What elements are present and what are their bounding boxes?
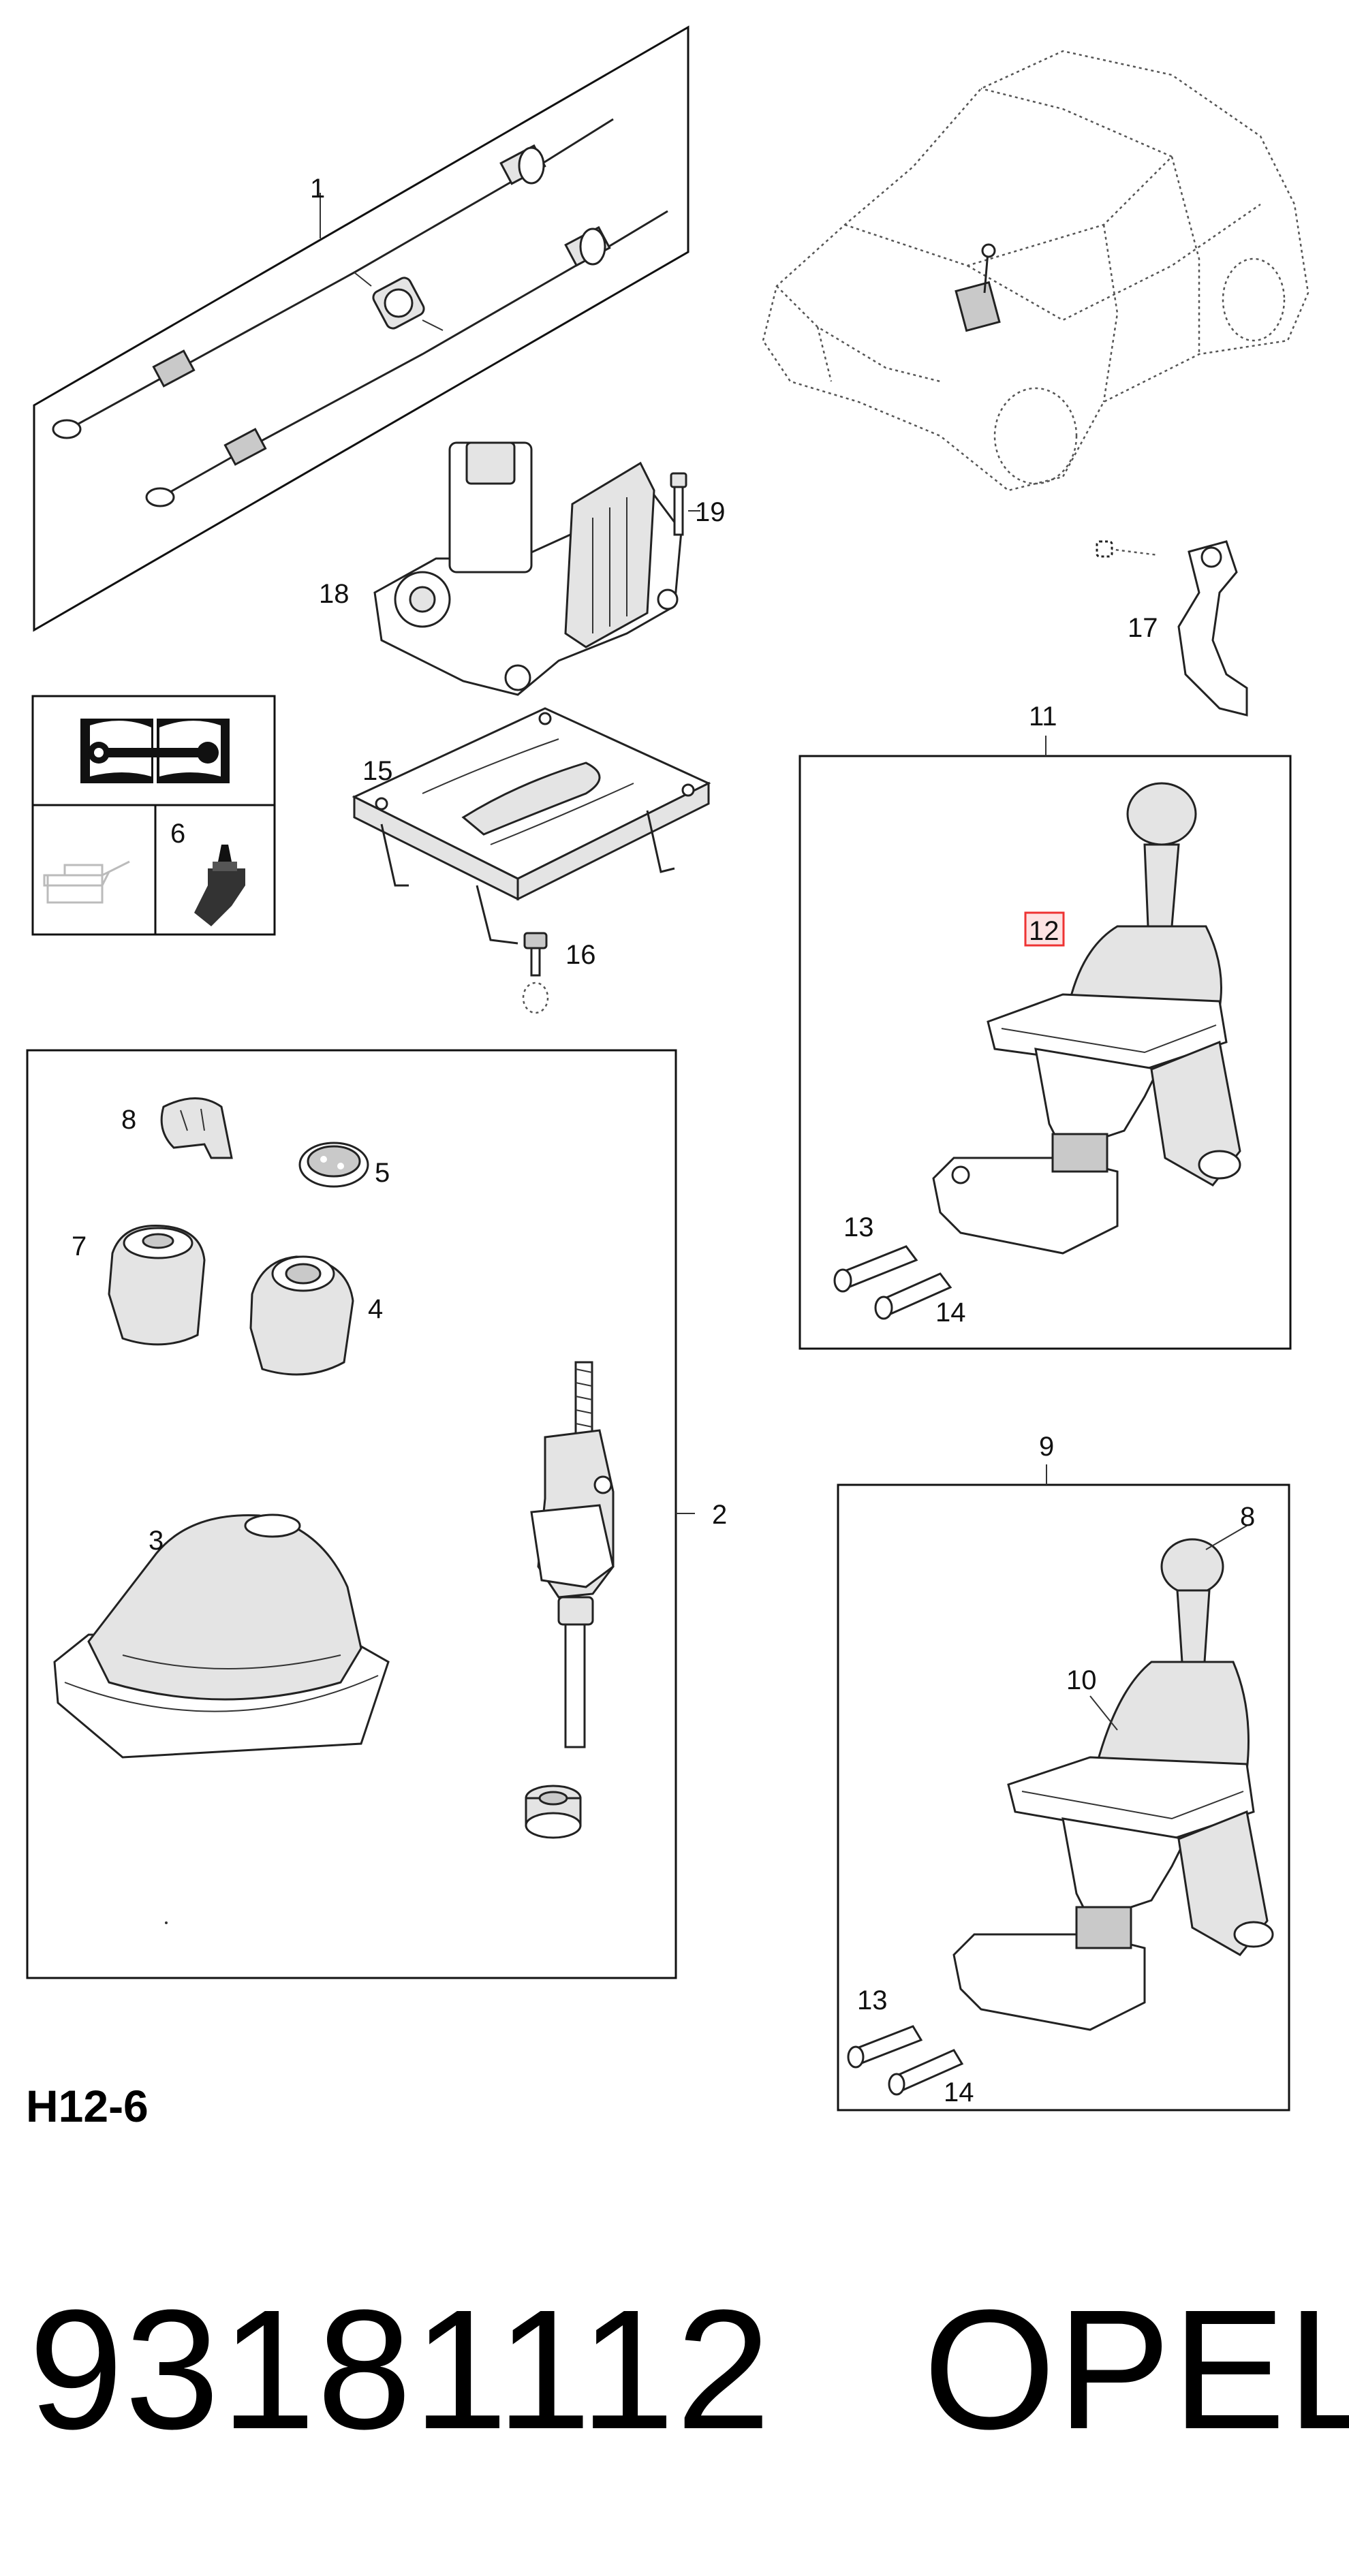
part-15-gate-plate xyxy=(352,707,711,945)
callout-4: 4 xyxy=(368,1294,383,1324)
part-19-bolt xyxy=(670,472,700,536)
diagram-reference: H12-6 xyxy=(26,2081,149,2131)
callout-3: 3 xyxy=(149,1526,164,1556)
part-10-shifter-assembly xyxy=(952,1525,1274,2031)
callout-16: 16 xyxy=(565,940,596,970)
callout-9: 9 xyxy=(1039,1432,1054,1462)
callout-10: 10 xyxy=(1066,1665,1097,1695)
group-11-box xyxy=(798,736,1292,1350)
callout-5: 5 xyxy=(375,1158,390,1188)
callout-2: 2 xyxy=(712,1500,727,1530)
part-18-lever-bracket xyxy=(373,441,683,696)
vehicle-location-outline xyxy=(762,50,1309,492)
group-2-box xyxy=(26,1049,695,1979)
callout-11: 11 xyxy=(1029,702,1057,732)
callout-18: 18 xyxy=(319,579,350,609)
group-9-box xyxy=(837,1464,1290,2111)
part-16-screw xyxy=(522,932,549,1014)
callout-19: 19 xyxy=(695,497,726,527)
part-2-shift-lever xyxy=(165,1361,615,1924)
callout-13-b: 13 xyxy=(857,1985,888,2015)
manual-book-icon xyxy=(80,719,230,783)
callout-1: 1 xyxy=(310,174,325,204)
callout-17: 17 xyxy=(1128,613,1158,643)
brand-name: OPEL xyxy=(923,2274,1349,2464)
part-3-boot xyxy=(53,1513,390,1759)
part-5-badge xyxy=(298,1142,369,1188)
cable-assembly-frame xyxy=(33,25,689,632)
callout-15: 15 xyxy=(362,756,393,786)
part-13-pin xyxy=(833,1245,918,1293)
part-17-lever-link xyxy=(1096,540,1248,717)
lubricant-can-icon xyxy=(43,860,130,904)
part-4-knob xyxy=(249,1255,354,1376)
callout-14-a: 14 xyxy=(935,1298,966,1328)
part-number: 93181112 xyxy=(29,2274,772,2464)
part-8-knob-insert xyxy=(160,1097,233,1159)
part-13-pin-b xyxy=(847,2025,923,2069)
callout-7: 7 xyxy=(72,1231,87,1261)
part-7-knob xyxy=(108,1225,206,1346)
adhesive-tube-icon xyxy=(194,845,245,926)
callout-12: 12 xyxy=(1029,916,1059,946)
part-14-pin-b xyxy=(888,2049,964,2096)
callout-13-a: 13 xyxy=(843,1212,874,1242)
callout-12-highlight xyxy=(1024,911,1065,947)
callout-6: 6 xyxy=(170,819,185,849)
callout-8-a: 8 xyxy=(121,1105,136,1135)
part-12-shifter-assembly xyxy=(932,782,1241,1255)
symbol-box xyxy=(31,695,276,936)
callout-14-b: 14 xyxy=(944,2077,974,2107)
cable-assembly-group xyxy=(33,25,689,632)
callout-8-b: 8 xyxy=(1240,1502,1255,1532)
part-14-pin xyxy=(874,1272,952,1320)
